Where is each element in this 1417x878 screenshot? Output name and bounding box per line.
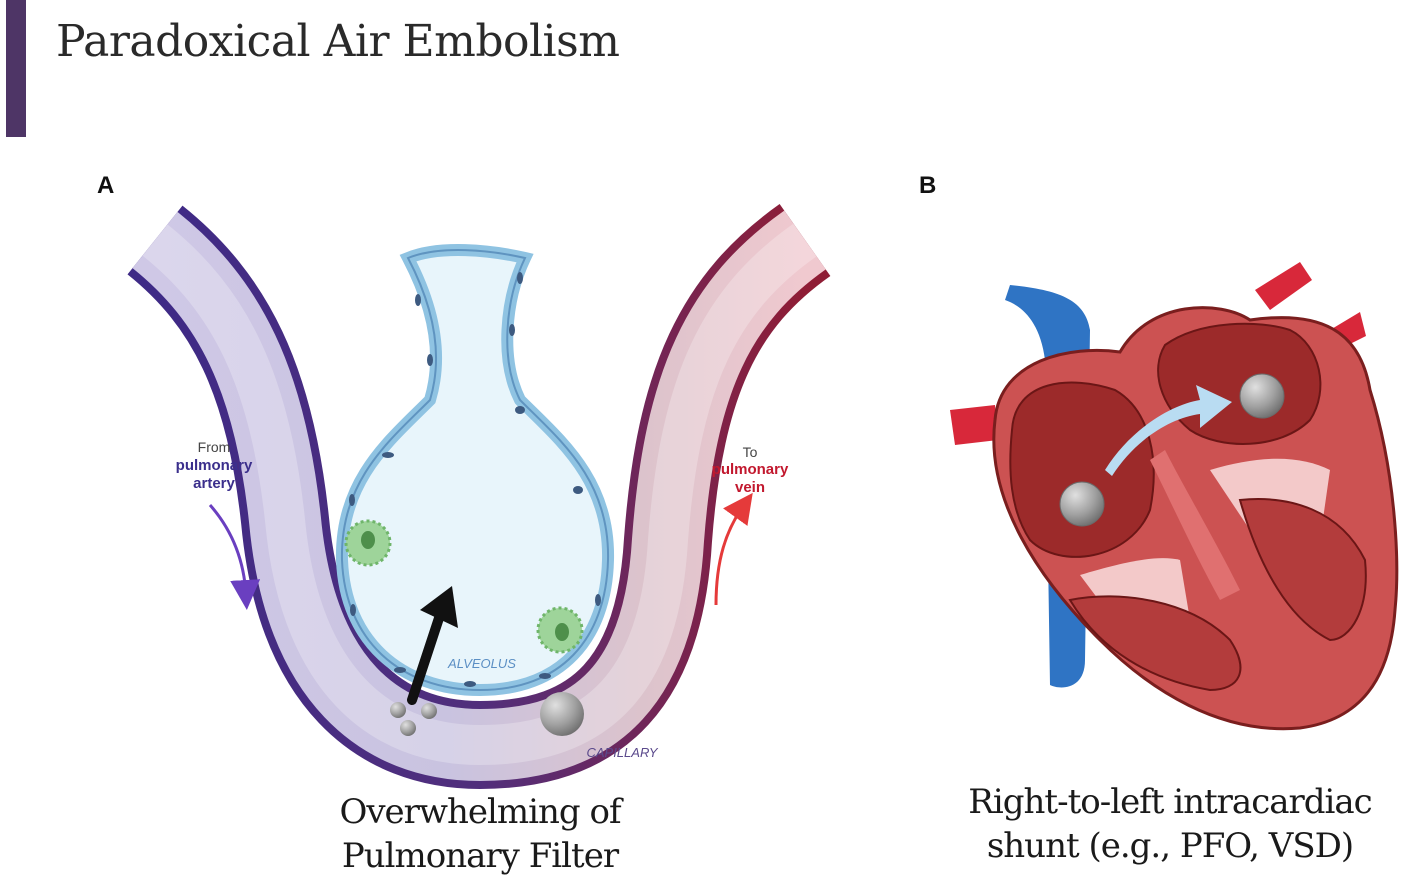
caption-a-line-2: Pulmonary Filter — [341, 836, 619, 876]
svg-text:artery: artery — [193, 475, 235, 492]
svg-text:vein: vein — [735, 479, 765, 496]
heart-illustration — [950, 262, 1399, 731]
alveolus — [335, 244, 615, 697]
caption-a-line-1: Overwhelming of — [339, 792, 621, 832]
flow-arrow-out — [714, 492, 753, 606]
air-bubble-large — [540, 692, 584, 736]
alveolus-label: ALVEOLUS — [447, 656, 516, 671]
macrophage-left — [344, 519, 392, 567]
air-bubble-right-atrium — [1059, 481, 1105, 527]
shunt-arrow — [1105, 385, 1232, 476]
svg-text:pulmonary: pulmonary — [176, 457, 253, 474]
panel-b-letter: B — [919, 172, 937, 199]
svg-text:From: From — [198, 439, 231, 455]
air-bubbles-small — [390, 702, 437, 736]
panel-a-caption: Overwhelming of Pulmonary Filter — [280, 790, 680, 878]
capillary-label: CAPILLARY — [586, 745, 658, 760]
panel-a-letter: A — [97, 172, 115, 199]
capillary-vessel — [127, 204, 831, 790]
macrophage-right — [536, 606, 584, 654]
title-accent-bar — [6, 0, 26, 137]
svg-text:To: To — [743, 444, 758, 460]
black-up-arrow — [407, 586, 458, 705]
page-title: Paradoxical Air Embolism — [56, 16, 620, 67]
caption-b-line-1: Right-to-left intracardiac — [968, 782, 1372, 822]
to-vein-label: To pulmonary vein — [712, 444, 789, 496]
from-artery-label: From pulmonary artery — [176, 439, 253, 492]
air-bubble-left-atrium — [1239, 373, 1285, 419]
caption-b-line-2: shunt (e.g., PFO, VSD) — [986, 826, 1354, 866]
panel-b-caption: Right-to-left intracardiac shunt (e.g., … — [960, 780, 1380, 868]
flow-arrow-in — [208, 504, 261, 610]
svg-text:pulmonary: pulmonary — [712, 461, 789, 478]
